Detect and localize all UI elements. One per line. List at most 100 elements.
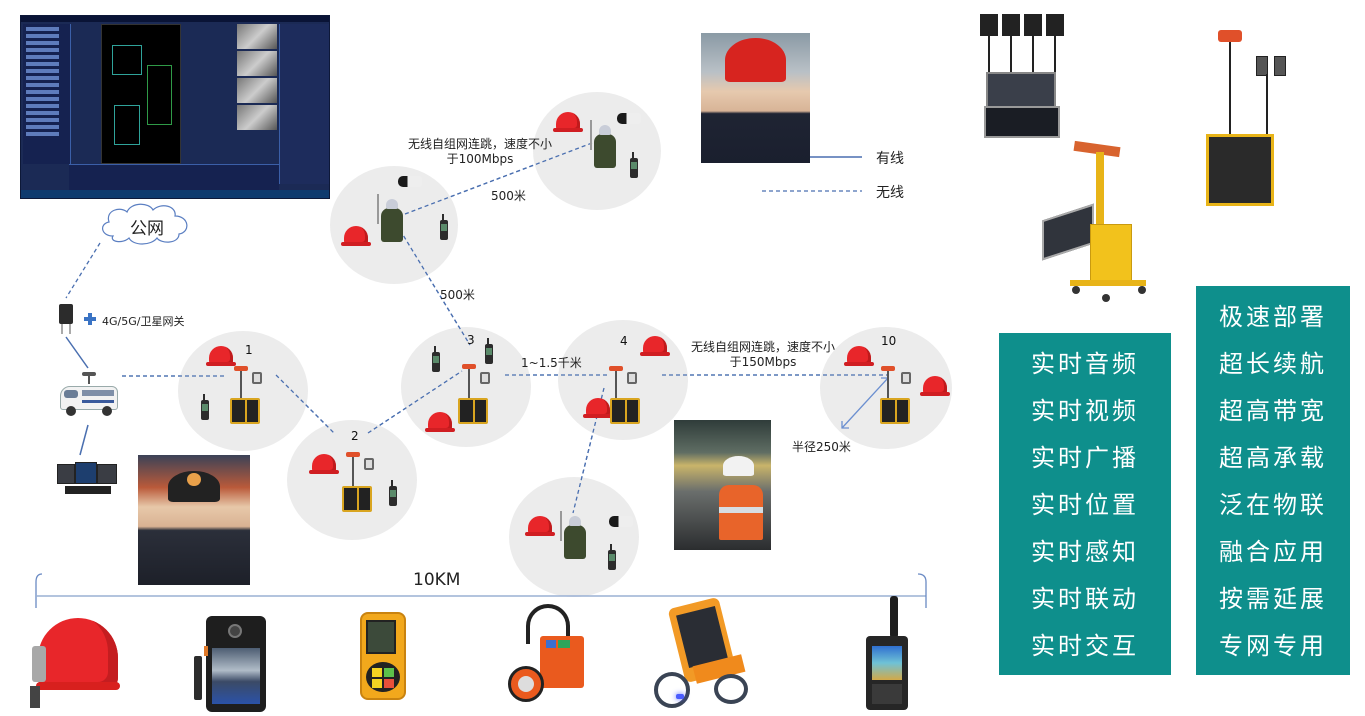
feature-item: 融合应用 xyxy=(1219,538,1327,566)
ptt-radio-device xyxy=(862,596,912,714)
mesh-antenna-icon xyxy=(234,366,248,371)
directional-antenna-icon xyxy=(480,372,490,384)
helmet-user-photo xyxy=(701,33,810,163)
helmet-icon xyxy=(920,376,950,396)
helmet-icon xyxy=(640,336,670,356)
handheld-terminal-device xyxy=(650,596,760,714)
hop-label-150mbps: 无线自组网连跳，速度不小 于150Mbps xyxy=(690,340,835,369)
mesh-antenna-icon xyxy=(609,366,623,371)
backpack-soldier-icon xyxy=(590,120,616,168)
cloud-label: 公网 xyxy=(130,219,164,239)
feature-item: 超长续航 xyxy=(1219,350,1327,378)
field-worker-photo xyxy=(674,420,771,550)
radio-icon xyxy=(608,544,616,570)
backpack-soldier-icon xyxy=(560,511,586,559)
feature-item: 超高带宽 xyxy=(1219,397,1327,425)
legend-wired-label: 有线 xyxy=(876,151,904,167)
radio-icon xyxy=(485,338,493,364)
coverage-zone-node-1 xyxy=(178,331,308,451)
node-number: 3 xyxy=(467,333,475,347)
gateway-antenna-left xyxy=(61,324,63,334)
feature-item: 超高承载 xyxy=(1219,444,1327,472)
distance-label-node3-node4: 1~1.5千米 xyxy=(521,356,582,370)
scale-label: 10KM xyxy=(413,570,461,590)
feature-item: 专网专用 xyxy=(1219,632,1327,660)
gateway-device-icon xyxy=(59,304,73,324)
rugged-laptop-icon xyxy=(57,462,119,500)
plus-icon xyxy=(84,313,96,325)
mesh-antenna-icon xyxy=(881,366,895,371)
directional-antenna-icon xyxy=(364,458,374,470)
wired-gateway-vehicle xyxy=(65,336,89,369)
radius-label: 半径250米 xyxy=(792,440,851,454)
feature-item: 实时联动 xyxy=(1031,585,1139,613)
public-network-cloud xyxy=(102,203,188,245)
mast xyxy=(615,371,617,401)
directional-antenna-icon xyxy=(252,372,262,384)
mast xyxy=(352,457,354,487)
helmet-icon xyxy=(583,398,613,418)
distance-label-top: 500米 xyxy=(491,189,526,203)
mesh-antenna-icon xyxy=(346,452,360,457)
helmet-icon xyxy=(525,516,555,536)
node-number: 10 xyxy=(881,334,897,348)
mesh-base-station-icon xyxy=(610,398,640,424)
feature-item: 实时感知 xyxy=(1031,538,1139,566)
tripod-mesh-station xyxy=(1204,30,1300,210)
camera-icon xyxy=(609,516,633,527)
feature-item: 实时音频 xyxy=(1031,350,1139,378)
mesh-base-station-icon xyxy=(458,398,488,424)
distance-label-mid: 500米 xyxy=(440,288,475,302)
wired-vehicle-laptop xyxy=(79,424,89,456)
miner-headlamp-device xyxy=(504,604,584,708)
mast xyxy=(887,371,889,401)
mesh-base-station-icon xyxy=(342,486,372,512)
wireless-cloud-gateway xyxy=(65,242,101,299)
hop-label-100mbps: 无线自组网连跳，速度不小 于100Mbps xyxy=(407,137,552,166)
command-software-screenshot xyxy=(20,15,330,199)
portable-base-station-case xyxy=(972,14,1072,140)
radio-icon xyxy=(432,346,440,372)
mast xyxy=(240,371,242,401)
radio-icon xyxy=(440,214,448,240)
command-vehicle-icon xyxy=(58,372,120,418)
radio-icon xyxy=(630,152,638,178)
feature-item: 实时位置 xyxy=(1031,491,1139,519)
smart-helmet-device xyxy=(28,616,120,708)
feature-item: 实时广播 xyxy=(1031,444,1139,472)
gateway-antenna-right xyxy=(69,324,71,334)
mast xyxy=(468,369,470,399)
miner-user-photo xyxy=(138,455,250,585)
feature-item: 实时视频 xyxy=(1031,397,1139,425)
radio-icon xyxy=(389,480,397,506)
helmet-icon xyxy=(309,454,339,474)
mesh-antenna-icon xyxy=(462,364,476,369)
directional-antenna-icon xyxy=(901,372,911,384)
feature-item: 泛在物联 xyxy=(1219,491,1327,519)
backpack-soldier-icon xyxy=(377,194,403,242)
node-number: 2 xyxy=(351,429,359,443)
helmet-icon xyxy=(425,412,455,432)
helmet-icon xyxy=(341,226,371,246)
helmet-icon xyxy=(206,346,236,366)
directional-antenna-icon xyxy=(627,372,637,384)
feature-item: 按需延展 xyxy=(1219,585,1327,613)
feature-item: 极速部署 xyxy=(1219,303,1327,331)
legend-wireless-label: 无线 xyxy=(876,185,904,201)
feature-panel-realtime: 实时音频 实时视频 实时广播 实时位置 实时感知 实时联动 实时交互 xyxy=(999,333,1171,675)
feature-item: 实时交互 xyxy=(1031,632,1139,660)
gas-detector-device xyxy=(360,612,408,700)
gateway-label: 4G/5G/卫星网关 xyxy=(102,315,185,328)
scale-bracket xyxy=(35,573,927,608)
mesh-base-station-icon xyxy=(880,398,910,424)
mesh-base-station-icon xyxy=(230,398,260,424)
coverage-zone-node-3 xyxy=(401,327,531,447)
body-camera-device xyxy=(192,616,272,712)
helmet-icon xyxy=(553,112,583,132)
camera-icon xyxy=(398,176,422,187)
node-number: 4 xyxy=(620,334,628,348)
node-number: 1 xyxy=(245,343,253,357)
radio-icon xyxy=(201,394,209,420)
solar-mobile-tower xyxy=(1040,140,1156,306)
feature-panel-capabilities: 极速部署 超长续航 超高带宽 超高承载 泛在物联 融合应用 按需延展 专网专用 xyxy=(1196,286,1350,675)
